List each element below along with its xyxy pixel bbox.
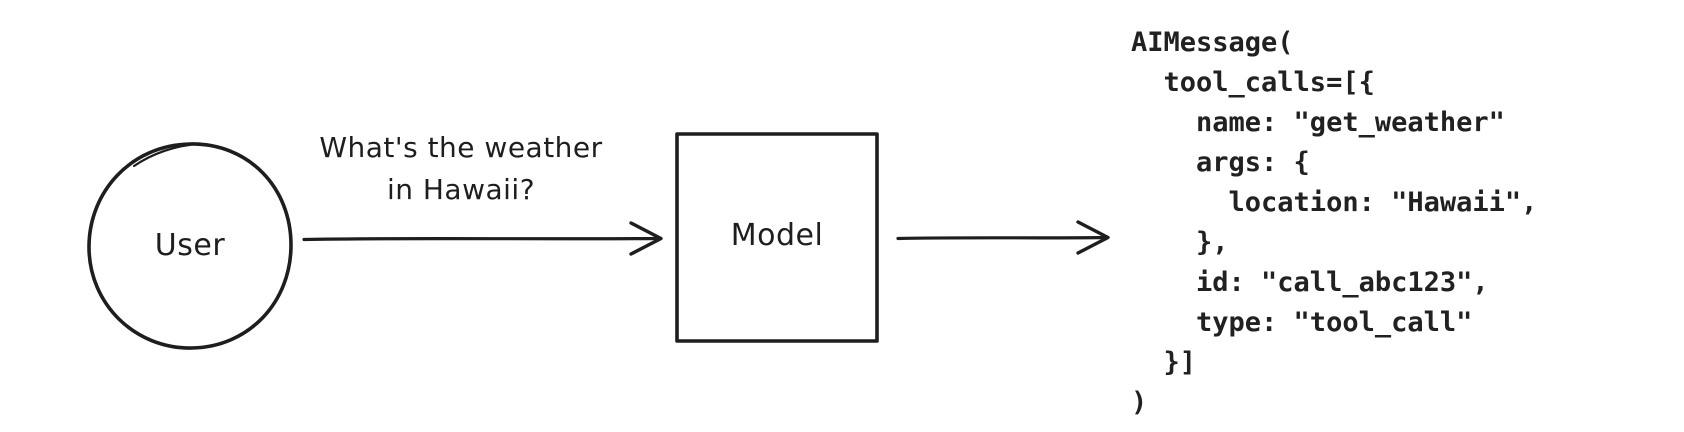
request-arrow-line [302, 236, 661, 242]
aimessage-code-block: AIMessage( tool_calls=[{ name: "get_weat… [1131, 27, 1538, 418]
model-node-label: Model [730, 218, 824, 253]
output-arrow [896, 220, 1110, 255]
user-node-circle [87, 142, 293, 350]
request-message-label: What's the weather in Hawaii? [310, 127, 612, 211]
user-node-label: User [154, 228, 226, 263]
output-arrow-head [1076, 220, 1110, 255]
request-arrow-head [629, 221, 663, 256]
request-message-line2: in Hawaii? [386, 173, 536, 206]
request-message-line1: What's the weather [319, 131, 603, 164]
request-arrow [302, 221, 663, 256]
output-arrow-line [896, 235, 1108, 241]
model-node-box [675, 132, 879, 343]
